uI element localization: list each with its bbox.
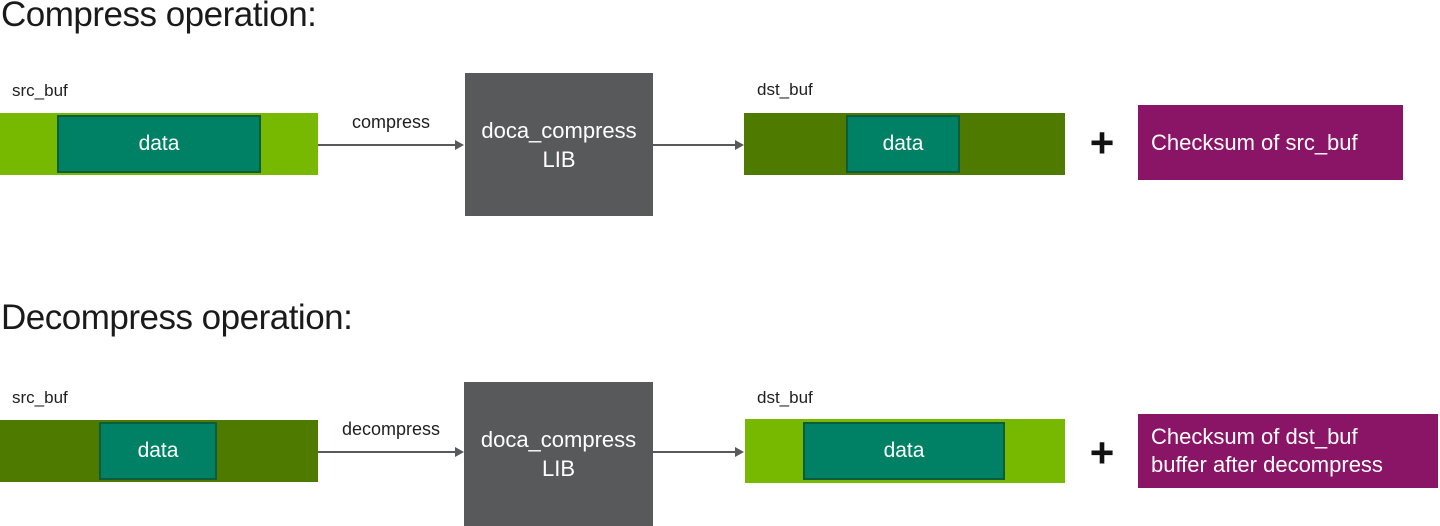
- decompress-dst-buf-bar: data: [745, 419, 1065, 483]
- decompress-src-buf-bar: data: [0, 420, 318, 482]
- decompress-plus-sign: +: [1089, 429, 1115, 476]
- decompress-dst-data-label: data: [883, 439, 925, 462]
- compress-dst-data-box: data: [846, 115, 960, 173]
- compress-section-title: Compress operation:: [1, 0, 317, 34]
- compress-plus-sign: +: [1089, 119, 1115, 166]
- compress-dst-buf-bar: data: [744, 113, 1065, 175]
- compress-src-data-label: data: [138, 132, 180, 155]
- compress-lib-label: doca_compress LIB: [481, 117, 637, 172]
- compress-dst-data-label: data: [882, 132, 924, 155]
- decompress-arrow-label: decompress: [341, 419, 441, 439]
- decompress-lib-label: doca_compress LIB: [480, 427, 637, 481]
- compress-src-data-box: data: [57, 115, 261, 173]
- decompress-checksum-label: Checksum of dst_buf buffer after decompr…: [1151, 424, 1383, 477]
- compress-arrow-right-icon: [318, 140, 464, 149]
- compress-checksum-label: Checksum of src_buf: [1151, 129, 1358, 155]
- decompress-src-buf-label: src_buf: [12, 388, 68, 407]
- decompress-dst-buf-label: dst_buf: [757, 388, 813, 407]
- compress-output-arrow-right-icon: [653, 140, 744, 149]
- decompress-checksum-box: Checksum of dst_buf buffer after decompr…: [1138, 414, 1438, 488]
- decompress-src-data-label: data: [137, 439, 179, 462]
- compress-dst-buf-label: dst_buf: [757, 80, 813, 99]
- decompress-dst-data-box: data: [803, 422, 1005, 480]
- compress-arrow-label: compress: [351, 112, 431, 132]
- compress-checksum-box: Checksum of src_buf: [1138, 105, 1403, 180]
- decompress-lib-box: doca_compress LIB: [464, 382, 653, 526]
- decompress-section-title: Decompress operation:: [1, 298, 353, 337]
- compress-src-buf-label: src_buf: [12, 81, 68, 100]
- decompress-arrow-right-icon: [318, 447, 464, 456]
- compress-lib-box: doca_compress LIB: [465, 73, 653, 216]
- compress-src-buf-bar: data: [0, 113, 318, 175]
- decompress-src-data-box: data: [99, 422, 217, 480]
- decompress-output-arrow-right-icon: [653, 447, 744, 456]
